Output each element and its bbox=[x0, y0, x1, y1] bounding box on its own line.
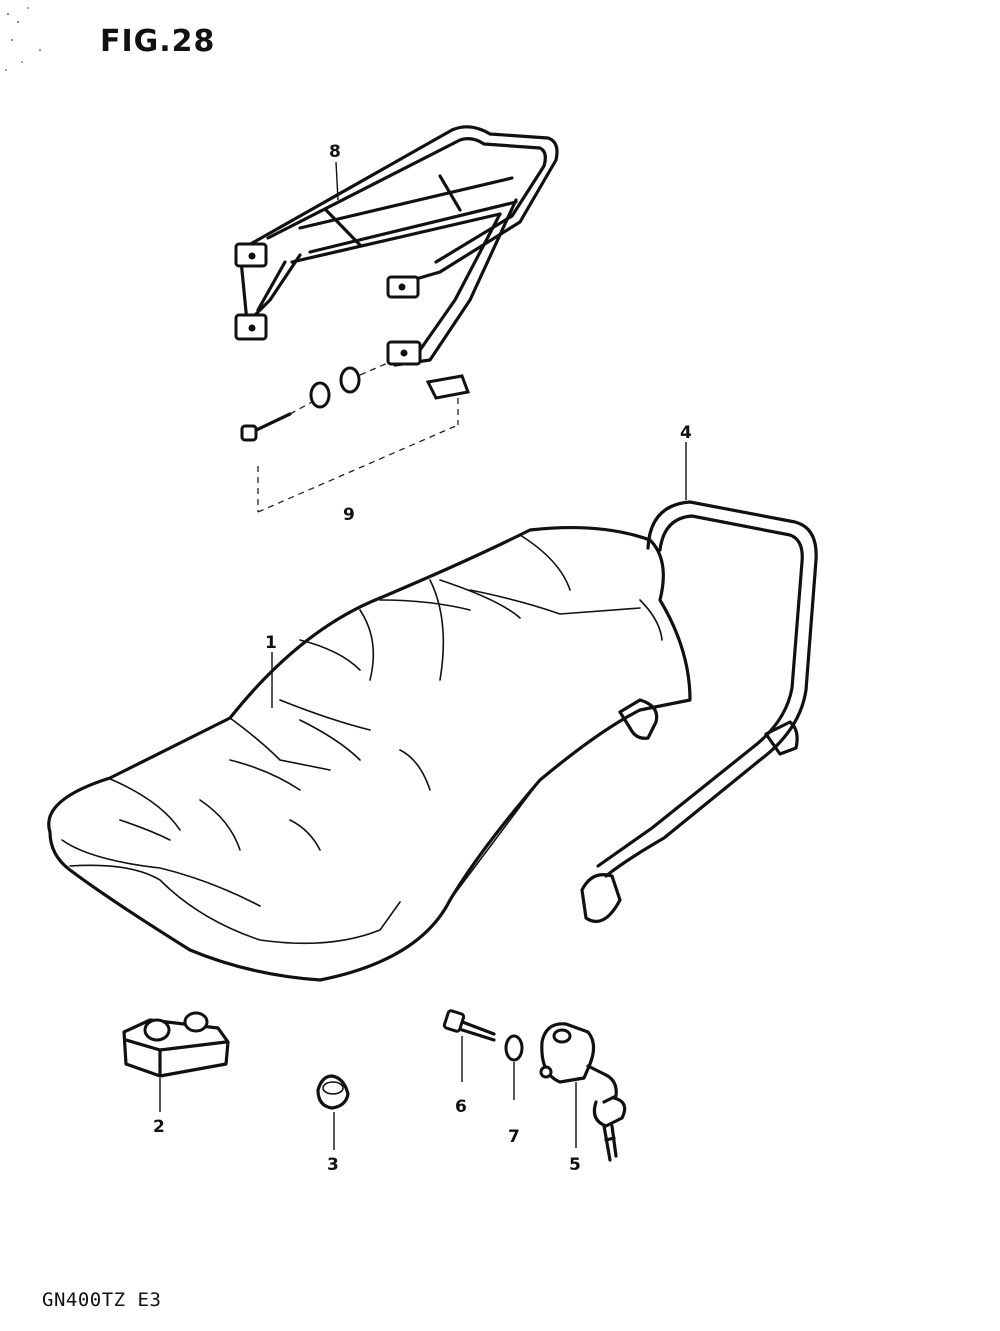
rear-carrier-icon bbox=[234, 125, 559, 367]
ref-label-4: 4 bbox=[680, 423, 692, 443]
seat-icon bbox=[47, 525, 692, 982]
ref-label-3: 3 bbox=[327, 1155, 339, 1175]
ref-label-8: 8 bbox=[329, 142, 341, 162]
grab-bar-icon bbox=[580, 500, 818, 923]
ref-label-9: 9 bbox=[343, 505, 355, 525]
ref-label-5: 5 bbox=[569, 1155, 581, 1175]
ref-label-7: 7 bbox=[508, 1127, 520, 1147]
ref-label-2: 2 bbox=[153, 1117, 165, 1137]
seat-lock-icon bbox=[539, 1022, 627, 1162]
washer-icon bbox=[504, 1034, 524, 1062]
figure-title: FIG.28 bbox=[100, 24, 216, 59]
ref-label-6: 6 bbox=[455, 1097, 467, 1117]
cushion-icon bbox=[316, 1074, 350, 1110]
ref-label-1: 1 bbox=[265, 633, 277, 653]
scan-speckle bbox=[5, 7, 41, 71]
bolt-icon bbox=[442, 1009, 496, 1042]
seat-damper-icon bbox=[122, 1011, 230, 1078]
model-code: GN400TZ E3 bbox=[42, 1289, 162, 1311]
bolt-set-icon bbox=[240, 361, 471, 513]
